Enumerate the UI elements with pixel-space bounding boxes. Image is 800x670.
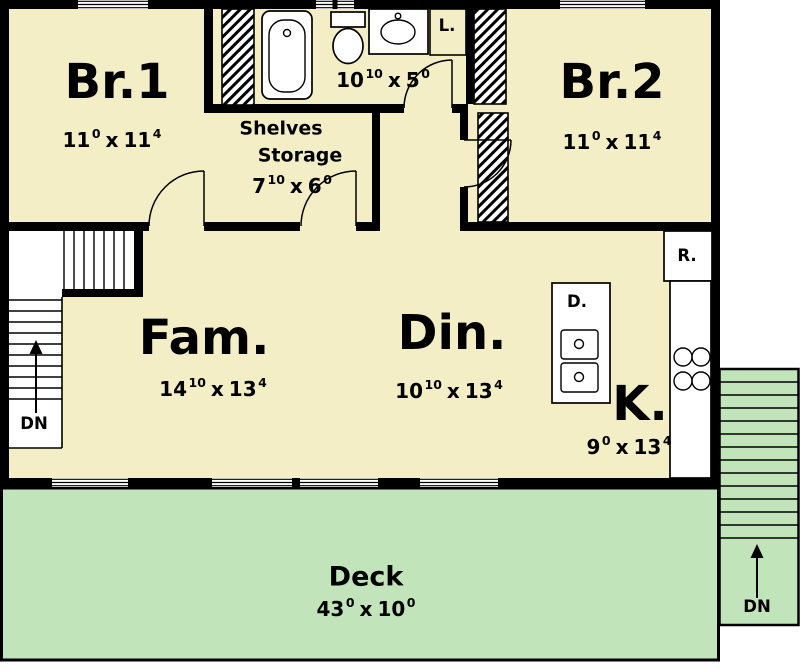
feet-value: 14 [159, 377, 187, 401]
inches-value: 0 [591, 128, 601, 143]
inches-value: 0 [345, 595, 355, 610]
kitchen-fixtures [551, 230, 713, 479]
bathtub [261, 10, 313, 100]
toilet-tank [330, 11, 366, 28]
arrow-head-icon [750, 544, 764, 558]
feet-value: 11 [623, 130, 652, 154]
feet-value: 7 [252, 174, 266, 198]
feet-value: 13 [633, 435, 662, 459]
tub-drain [282, 28, 292, 38]
feet-value: 11 [123, 128, 152, 152]
refrigerator-label: R. [677, 245, 697, 265]
sink-basin [380, 19, 416, 45]
closet-hatched [477, 112, 509, 223]
feet-value: 6 [307, 174, 322, 198]
stair-down-label-left: DN [20, 413, 48, 433]
inches-value: 0 [421, 66, 430, 81]
inches-value: 10 [365, 66, 383, 81]
doors [148, 59, 512, 227]
feet-value: 10 [377, 597, 406, 621]
feet-value: 10 [336, 68, 364, 92]
faucet [573, 338, 585, 350]
arrow-head-icon [29, 340, 43, 354]
dim-separator: x [289, 174, 303, 198]
stair-treads [720, 381, 798, 539]
inches-value: 4 [652, 128, 662, 143]
storage-label: Storage [257, 144, 343, 167]
feet-value: 43 [316, 597, 345, 621]
inches-value: 10 [424, 377, 442, 392]
room-label-fam: Fam. [138, 310, 270, 366]
room-label-br1: Br.1 [64, 54, 170, 110]
closet-hatched [473, 8, 507, 105]
feet-value: 11 [562, 130, 591, 154]
deck-stair-area [718, 367, 800, 627]
door-swing [148, 170, 205, 227]
linen-closet [429, 8, 467, 56]
room-label-br2: Br.2 [559, 54, 665, 110]
inches-value: 0 [91, 126, 101, 141]
stairs-left [9, 231, 134, 449]
inches-value: 4 [152, 126, 162, 141]
dim-separator: x [446, 379, 460, 403]
dim-separator: x [605, 130, 619, 154]
kitchen-counter [669, 280, 712, 479]
dim-separator: x [105, 128, 119, 152]
room-label-din: Din. [397, 305, 507, 361]
faucet [394, 12, 402, 20]
island-sink-bowl [560, 329, 599, 360]
door-swing [300, 170, 357, 227]
inches-value: 0 [323, 172, 332, 187]
linen-label: L. [438, 15, 456, 35]
windows [52, 0, 645, 487]
feet-value: 10 [395, 379, 423, 403]
refrigerator [663, 230, 713, 282]
cooktop-burner [691, 347, 711, 367]
room-label-deck: Deck [328, 561, 404, 593]
inches-value: 4 [258, 375, 267, 390]
inches-value: 0 [601, 433, 611, 448]
feet-value: 11 [62, 128, 91, 152]
island-sink-bowl [560, 362, 599, 393]
stair-treads [63, 231, 125, 289]
room-label-kitchen: K. [612, 376, 668, 432]
stair-down-label-right: DN [743, 596, 771, 616]
dim-separator: x [615, 435, 629, 459]
closet-hatched [221, 8, 255, 106]
door-swing [403, 59, 453, 109]
feet-value: 13 [464, 379, 493, 403]
feet-value: 9 [586, 435, 601, 459]
dishwasher-label: D. [567, 291, 587, 311]
inches-value: 10 [188, 375, 206, 390]
cooktop-burner [691, 371, 711, 391]
deck-stairs-right [720, 381, 798, 598]
inches-value: 0 [406, 595, 416, 610]
vanity [368, 8, 429, 55]
inches-value: 10 [267, 172, 285, 187]
shelves-label: Shelves [239, 117, 323, 140]
inches-value: 4 [662, 433, 672, 448]
faucet [573, 371, 585, 383]
dim-separator: x [210, 377, 224, 401]
dim-separator: x [387, 68, 401, 92]
inches-value: 4 [494, 377, 503, 392]
bathroom-fixtures [261, 8, 467, 100]
toilet-bowl [332, 27, 364, 65]
feet-value: 13 [228, 377, 257, 401]
dim-separator: x [359, 597, 373, 621]
deck-area [0, 486, 720, 662]
door-swing [463, 139, 512, 188]
feet-value: 5 [405, 68, 420, 92]
